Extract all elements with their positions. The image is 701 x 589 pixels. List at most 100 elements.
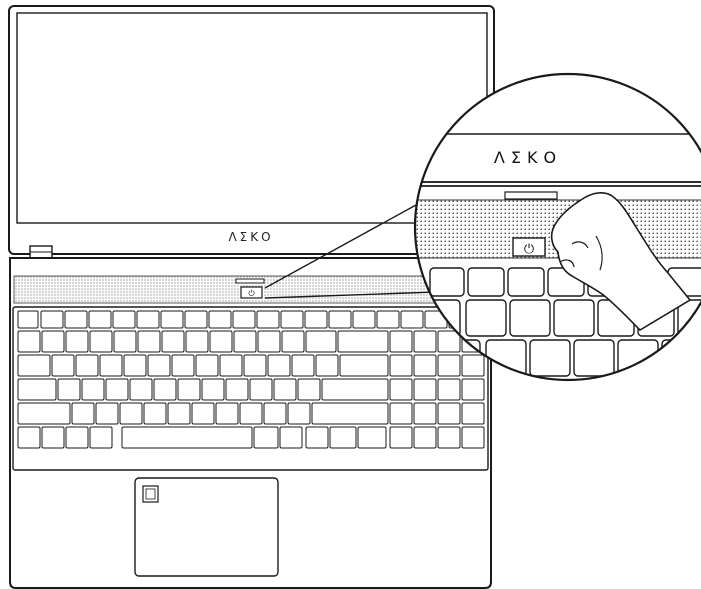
keyboard-key	[209, 330, 233, 353]
keyboard-key	[297, 378, 321, 401]
keyboard-key	[461, 426, 485, 449]
keyboard-key	[437, 330, 461, 353]
keyboard-key	[191, 402, 215, 425]
zoom-keyboard-key	[465, 299, 507, 337]
keyboard-key	[357, 426, 387, 449]
zoom-keyboard-key	[529, 339, 571, 377]
keyboard-key	[143, 402, 167, 425]
keyboard-key	[17, 310, 39, 329]
keyboard-key	[304, 310, 328, 329]
keyboard-key	[208, 310, 232, 329]
keyboard-key	[461, 402, 485, 425]
keyboard-key	[389, 426, 413, 449]
keyboard-key	[185, 330, 209, 353]
laptop-base: ⏻	[9, 257, 492, 589]
zoom-power-button	[512, 237, 546, 257]
power-indicator	[235, 278, 265, 284]
keyboard-key	[17, 378, 57, 401]
keyboard-key	[41, 426, 65, 449]
callout-lines	[264, 204, 437, 299]
keyboard-key	[167, 402, 191, 425]
keyboard-key	[389, 330, 413, 353]
keyboard-key	[65, 330, 89, 353]
keyboard-key	[88, 310, 112, 329]
zoom-power-icon: ⏻	[524, 242, 534, 257]
keyboard-key	[161, 330, 185, 353]
keyboard-key	[256, 310, 280, 329]
keyboard-key	[113, 330, 137, 353]
keyboard-key	[328, 310, 352, 329]
zoom-keyboard-key	[573, 339, 615, 377]
keyboard-key	[389, 402, 413, 425]
zoom-keyboard-key	[429, 267, 465, 297]
keyboard-key	[119, 402, 143, 425]
keyboard-key	[105, 378, 129, 401]
keyboard-key	[195, 354, 219, 377]
keyboard-key	[41, 330, 65, 353]
zoom-keyboard-key	[553, 299, 595, 337]
keyboard-key	[215, 402, 239, 425]
keyboard-key	[461, 378, 485, 401]
keyboard-key	[17, 426, 41, 449]
keyboard-key	[461, 354, 485, 377]
keyboard-key	[153, 378, 177, 401]
keyboard-key	[413, 402, 437, 425]
keyboard-key	[129, 378, 153, 401]
keyboard-key	[437, 426, 461, 449]
keyboard-key	[81, 378, 105, 401]
keyboard-key	[17, 402, 71, 425]
keyboard-key	[352, 310, 376, 329]
keyboard-key	[413, 426, 437, 449]
keyboard-key	[160, 310, 184, 329]
display-lid: ΛΣΚΟ	[8, 5, 495, 255]
keyboard-key	[376, 310, 400, 329]
bezel-logo: ΛΣΚΟ	[228, 230, 273, 244]
keyboard-key	[267, 354, 291, 377]
zoom-callout: ΛΣΚΟ ⏻	[413, 72, 701, 382]
keyboard-key	[71, 402, 95, 425]
keyboard-key	[95, 402, 119, 425]
keyboard	[17, 310, 485, 449]
zoom-keyboard-key	[509, 299, 551, 337]
keyboard-key	[281, 330, 305, 353]
keyboard-key	[329, 426, 357, 449]
keyboard-key	[57, 378, 81, 401]
keyboard-key	[315, 354, 339, 377]
keyboard-key	[89, 426, 113, 449]
keyboard-key	[437, 378, 461, 401]
keyboard-key	[17, 330, 41, 353]
keyboard-key	[389, 378, 413, 401]
zoom-keyboard-key	[507, 267, 545, 297]
keyboard-key	[339, 354, 389, 377]
keyboard-key	[177, 378, 201, 401]
keyboard-key	[321, 378, 389, 401]
keyboard-key	[121, 426, 253, 449]
keyboard-key	[400, 310, 424, 329]
keyboard-key	[17, 354, 51, 377]
keyboard-key	[51, 354, 75, 377]
keyboard-key	[437, 402, 461, 425]
keyboard-key	[413, 378, 437, 401]
keyboard-key	[99, 354, 123, 377]
keyboard-key	[305, 426, 329, 449]
keyboard-key	[147, 354, 171, 377]
keyboard-key	[243, 354, 267, 377]
keyboard-key	[437, 354, 461, 377]
keyboard-key	[112, 310, 136, 329]
touchpad	[134, 477, 279, 577]
power-button-small	[240, 286, 263, 299]
keyboard-key	[233, 330, 257, 353]
keyboard-key	[232, 310, 256, 329]
keyboard-key	[337, 330, 389, 353]
keyboard-key	[263, 402, 287, 425]
keyboard-key	[253, 426, 279, 449]
keyboard-key	[65, 426, 89, 449]
zoom-keyboard-key	[617, 339, 659, 377]
screen	[16, 12, 488, 224]
keyboard-key	[219, 354, 243, 377]
keyboard-key	[413, 354, 437, 377]
keyboard-key	[137, 330, 161, 353]
keyboard-key	[413, 330, 437, 353]
